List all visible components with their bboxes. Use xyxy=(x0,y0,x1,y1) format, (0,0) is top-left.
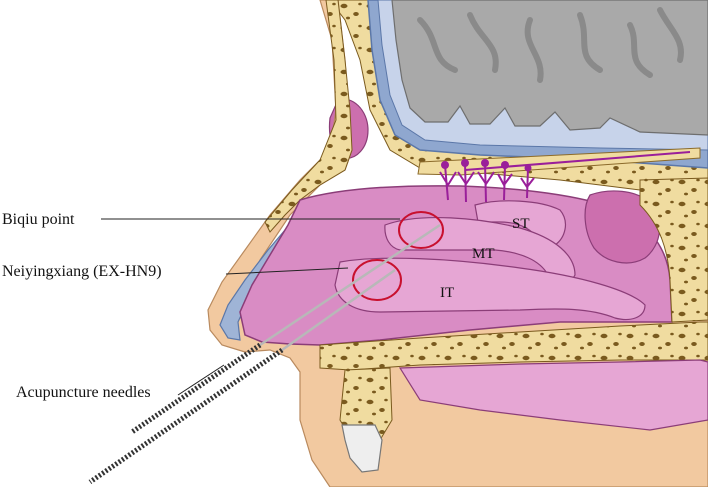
superior-turbinate-label: ST xyxy=(512,216,530,232)
neiyingxiang-leader-line xyxy=(225,267,349,275)
soft-palate xyxy=(398,359,708,431)
sphenoid-sinus xyxy=(584,190,661,264)
superior-turbinate xyxy=(474,200,567,246)
acupuncture-needle-upper xyxy=(130,223,441,435)
acupuncture-needle-lower xyxy=(88,268,396,485)
brain-gyri xyxy=(417,7,684,83)
tooth xyxy=(341,424,383,473)
nerve-cells xyxy=(441,159,532,172)
biqiu-point-label: Biqiu point xyxy=(2,211,75,228)
needles-leader-line xyxy=(177,364,225,396)
brain xyxy=(391,0,708,136)
acupuncture-needles-label: Acupuncture needles xyxy=(16,384,151,401)
olfactory-nerves xyxy=(439,162,535,203)
inferior-turbinate-label: IT xyxy=(440,285,454,301)
biqiu-point-marker xyxy=(398,211,444,249)
neiyingxiang-label: Neiyingxiang (EX-HN9) xyxy=(2,263,162,280)
middle-turbinate-label: MT xyxy=(472,246,495,262)
neiyingxiang-point-marker xyxy=(352,259,402,301)
nasal-bone xyxy=(264,0,353,233)
posterior-bone xyxy=(639,177,708,323)
inferior-turbinate xyxy=(334,257,646,321)
